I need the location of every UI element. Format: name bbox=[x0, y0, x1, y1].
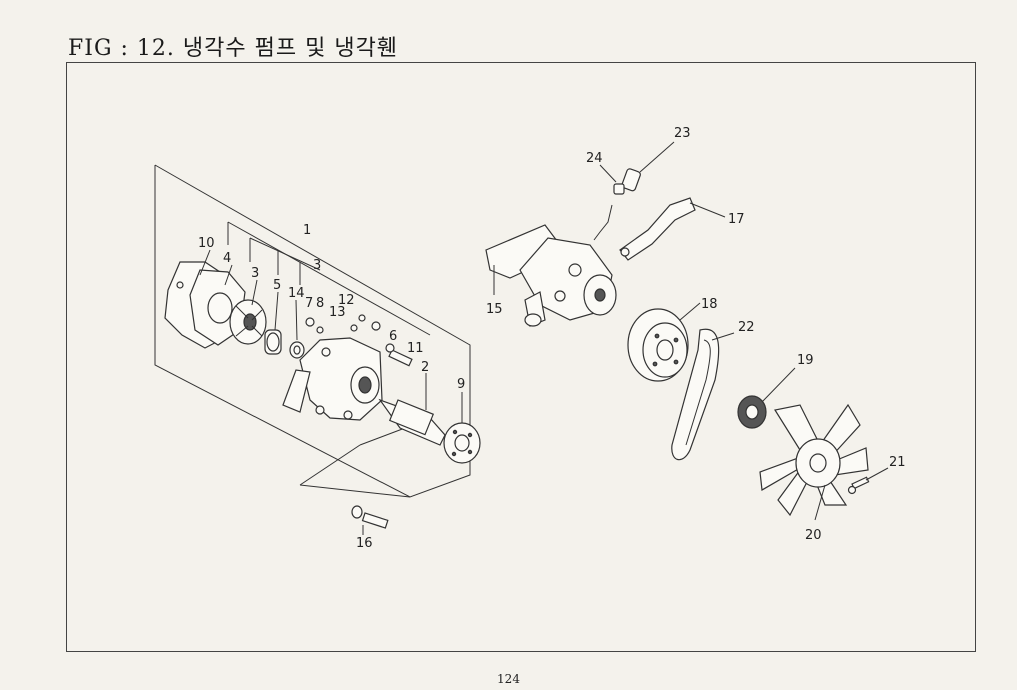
callout-6: 6 bbox=[389, 329, 397, 344]
callout-11: 11 bbox=[407, 341, 424, 356]
spacer-part-19 bbox=[737, 395, 767, 429]
impeller-part-3 bbox=[229, 299, 267, 345]
callout-16: 16 bbox=[356, 536, 373, 551]
assembled-water-pump-part-15 bbox=[485, 224, 617, 327]
callout-10: 10 bbox=[198, 236, 215, 251]
callout-9: 9 bbox=[457, 377, 465, 392]
pulley-part-18 bbox=[627, 308, 689, 382]
callout-3-group: 3 bbox=[313, 258, 321, 273]
callout-21: 21 bbox=[889, 455, 906, 470]
small-fasteners bbox=[305, 314, 413, 367]
callout-20: 20 bbox=[805, 528, 822, 543]
callout-2: 2 bbox=[421, 360, 429, 375]
callout-1: 1 bbox=[303, 223, 311, 238]
callout-labels: 1 3 10 4 3 5 14 7 8 12 13 6 11 2 9 16 15… bbox=[198, 126, 906, 551]
callout-8: 8 bbox=[316, 296, 324, 311]
callout-17: 17 bbox=[728, 212, 745, 227]
callout-3: 3 bbox=[251, 266, 259, 281]
bolt-part-16 bbox=[351, 505, 389, 535]
callout-15: 15 bbox=[486, 302, 503, 317]
pump-body bbox=[282, 337, 383, 421]
callout-19: 19 bbox=[797, 353, 814, 368]
bolt-part-21 bbox=[847, 476, 870, 495]
washer-part-14 bbox=[289, 341, 305, 359]
callout-24: 24 bbox=[586, 151, 603, 166]
callout-22: 22 bbox=[738, 320, 755, 335]
callout-13: 13 bbox=[329, 305, 346, 320]
callout-7: 7 bbox=[305, 296, 313, 311]
callout-23: 23 bbox=[674, 126, 691, 141]
callout-14: 14 bbox=[288, 286, 305, 301]
v-belt-part-22 bbox=[671, 328, 720, 461]
figure-frame bbox=[66, 62, 976, 652]
cooling-fan-part-20 bbox=[759, 403, 869, 517]
page-number: 124 bbox=[497, 672, 520, 686]
hub-flange-part-9 bbox=[443, 422, 481, 464]
seal-part-5 bbox=[264, 329, 282, 355]
shaft-part-2 bbox=[378, 398, 446, 446]
callout-leader-lines bbox=[199, 141, 889, 521]
callout-12: 12 bbox=[338, 293, 355, 308]
adjusting-bracket-part-17 bbox=[619, 197, 696, 261]
hose-parts-23-24 bbox=[593, 168, 641, 241]
callout-5: 5 bbox=[273, 278, 281, 293]
callout-4: 4 bbox=[223, 251, 231, 266]
callout-18: 18 bbox=[701, 297, 718, 312]
page-title: FIG : 12. 냉각수 펌프 및 냉각휀 bbox=[68, 36, 399, 61]
